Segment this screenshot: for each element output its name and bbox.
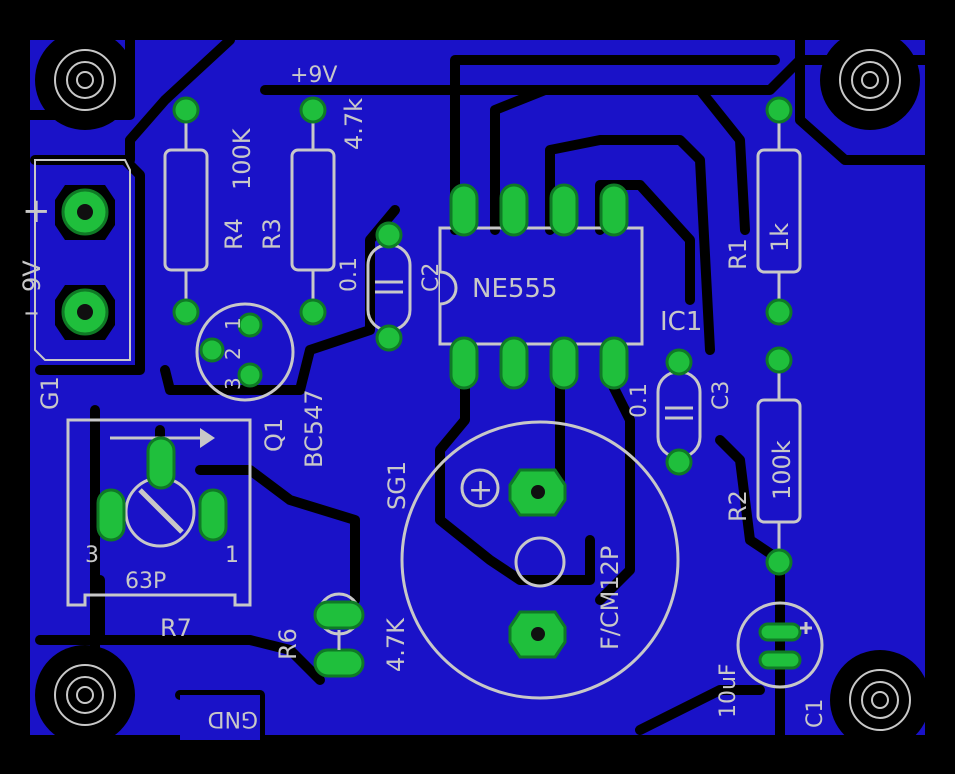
pot-pin1-label: 1 (225, 543, 239, 568)
r2-name-label: R2 (724, 490, 752, 522)
q1-pin1-label: 1 (221, 317, 245, 330)
trimmer-r7 (66, 418, 252, 607)
sg1-value-label: F/CM12P (596, 546, 624, 650)
q1-pin2-label: 2 (221, 347, 245, 360)
ic-name-label: IC1 (660, 307, 702, 337)
c3-name-label: C3 (709, 381, 734, 410)
buzzer-plus-label: + (468, 473, 493, 508)
resistor-r1 (756, 96, 802, 326)
sg1-name-label: SG1 (383, 461, 411, 510)
mounting-holes (35, 30, 930, 750)
q1-name-label: Q1 (260, 418, 288, 452)
resistor-r4 (163, 96, 209, 326)
r1-value-label: 1k (766, 223, 794, 252)
resistor-r6 (313, 592, 365, 678)
battery-value-label: 9V (18, 260, 46, 292)
r4-name-label: R4 (220, 218, 248, 250)
gnd-pad-area (180, 695, 260, 740)
r4-value-label: 100K (228, 127, 256, 190)
r1-name-label: R1 (724, 238, 752, 270)
transistor-q1 (195, 302, 295, 402)
vplus-label: +9V (290, 63, 337, 88)
buzzer-sg1 (400, 420, 680, 700)
gnd-label: GND (208, 706, 258, 731)
capacitor-c2 (366, 221, 412, 352)
c2-value-label: 0.1 (337, 257, 362, 292)
ic-part-label: NE555 (472, 274, 558, 304)
r3-name-label: R3 (258, 218, 286, 250)
c1-name-label: C1 (803, 699, 828, 728)
pot-value-label: 63P (125, 569, 166, 594)
battery-plus-label: + (22, 191, 51, 231)
r6-value-label: 4.7K (382, 617, 410, 672)
battery-minus-label: – (24, 295, 39, 330)
q1-pin3-label: 3 (221, 377, 245, 390)
ic-ne555 (438, 183, 644, 390)
r2-value-label: 100k (768, 440, 796, 500)
pot-name-label: R7 (160, 614, 192, 642)
battery-connector-g1 (34, 159, 131, 361)
r6-name-label: R6 (274, 628, 302, 660)
r3-value-label: 4.7k (340, 98, 368, 150)
battery-name-label: G1 (36, 376, 64, 410)
capacitor-c3 (656, 348, 702, 476)
resistor-r3 (290, 96, 336, 326)
c1-value-label: 10uF (716, 663, 741, 718)
capacitor-c1 (736, 601, 824, 689)
c3-value-label: 0.1 (627, 383, 652, 418)
pot-pin3-label: 3 (85, 543, 99, 568)
q1-value-label: BC547 (300, 389, 328, 468)
resistor-r2 (756, 346, 802, 576)
